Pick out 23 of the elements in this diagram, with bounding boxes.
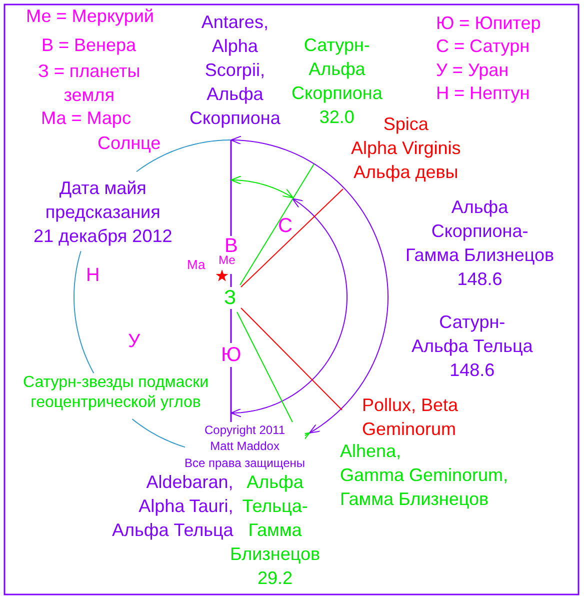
chart-label: Дата майя предсказания 21 декабря 2012 (34, 177, 172, 248)
chart-label: Солнце (98, 132, 161, 155)
chart-label: Сатурн-звезды подмаски геоцентрической углов (23, 372, 209, 414)
chart-label: Ма = Марс (41, 107, 131, 130)
chart-label: З = планеты земля (38, 60, 140, 107)
chart-label: Alhena, Gamma Geminorum, Гамма Близнецов (340, 440, 508, 511)
chart-label: Ме = Меркурий (26, 5, 154, 28)
chart-label: Pollux, Beta Geminorum (362, 394, 458, 441)
planet-symbol: С (278, 214, 292, 238)
chart-label: В = Венера (42, 34, 136, 57)
chart-label: Н = Нептун (436, 82, 530, 105)
planet-symbol: Ма (187, 256, 206, 274)
planet-symbol: З (224, 286, 236, 310)
chart-label: У = Уран (436, 59, 509, 82)
planet-symbol: У (128, 330, 140, 354)
planet-symbol: Н (86, 264, 100, 288)
chart-label: Ю = Юпитер (436, 12, 541, 35)
chart-label: Сатурн- Альфа Тельца 148.6 (412, 311, 533, 382)
planet-symbol: Ю (221, 343, 242, 367)
chart-label: Antares, Alpha Scorpii, Альфа Скорпиона (190, 11, 280, 130)
copyright-note: Copyright 2011 Matt Maddox Все права защищены (184, 422, 306, 472)
chart-label: Альфа Скорпиона- Гамма Близнецов 148.6 (406, 196, 554, 291)
chart-label: С = Сатурн (436, 35, 530, 58)
